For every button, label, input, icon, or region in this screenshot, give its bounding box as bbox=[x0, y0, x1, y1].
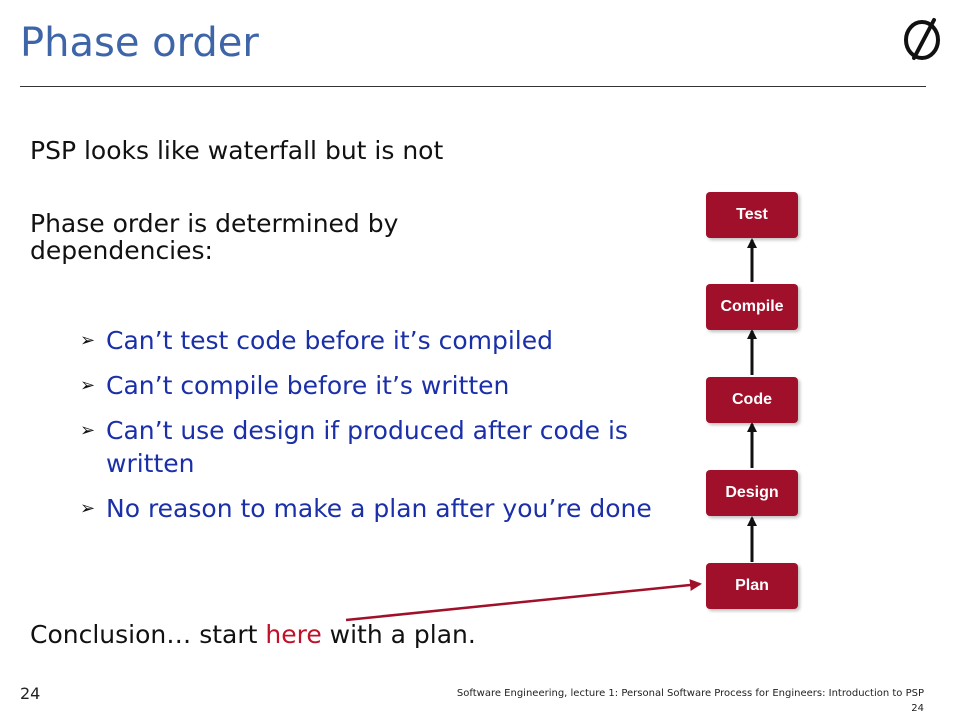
slide-title: Phase order bbox=[20, 20, 259, 66]
eiffel-logo-icon bbox=[904, 18, 940, 60]
bullet-text: Can’t test code before it’s compiled bbox=[106, 326, 553, 355]
phase-plan: Plan bbox=[706, 563, 798, 609]
arrowhead-bullet-icon: ➢ bbox=[80, 375, 96, 396]
arrowhead-bullet-icon: ➢ bbox=[80, 498, 96, 519]
footer-credit-number: 24 bbox=[911, 703, 924, 714]
page-number: 24 bbox=[20, 684, 41, 703]
title-divider bbox=[20, 86, 926, 87]
conclusion-before: Conclusion… start bbox=[30, 620, 266, 649]
bullet-text: No reason to make a plan after you’re do… bbox=[106, 494, 652, 523]
phase-compile: Compile bbox=[706, 284, 798, 330]
phase-code: Code bbox=[706, 377, 798, 423]
list-item: ➢ Can’t use design if produced after code… bbox=[80, 414, 660, 480]
list-item: ➢ Can’t test code before it’s compiled bbox=[80, 324, 660, 357]
conclusion: Conclusion… start here with a plan. bbox=[30, 620, 476, 649]
list-item: ➢ No reason to make a plan after you’re d… bbox=[80, 492, 660, 525]
conclusion-after: with a plan. bbox=[321, 620, 476, 649]
list-item: ➢ Can’t compile before it’s written bbox=[80, 369, 660, 402]
arrowhead-bullet-icon: ➢ bbox=[80, 420, 96, 441]
footer-credit: Software Engineering, lecture 1: Persona… bbox=[456, 688, 924, 699]
bullet-text: Can’t compile before it’s written bbox=[106, 371, 510, 400]
conclusion-highlight: here bbox=[265, 620, 322, 649]
phase-test: Test bbox=[706, 192, 798, 238]
dependency-list: ➢ Can’t test code before it’s compiled ➢ C… bbox=[80, 324, 660, 537]
statement-dependencies: Phase order is determined by dependencie… bbox=[30, 209, 399, 265]
bullet-text: Can’t use design if produced after code … bbox=[106, 416, 628, 478]
arrow-here-to-plan bbox=[345, 579, 702, 622]
arrowhead-bullet-icon: ➢ bbox=[80, 330, 96, 351]
phase-design: Design bbox=[706, 470, 798, 516]
statement-waterfall: PSP looks like waterfall but is not bbox=[30, 136, 444, 165]
